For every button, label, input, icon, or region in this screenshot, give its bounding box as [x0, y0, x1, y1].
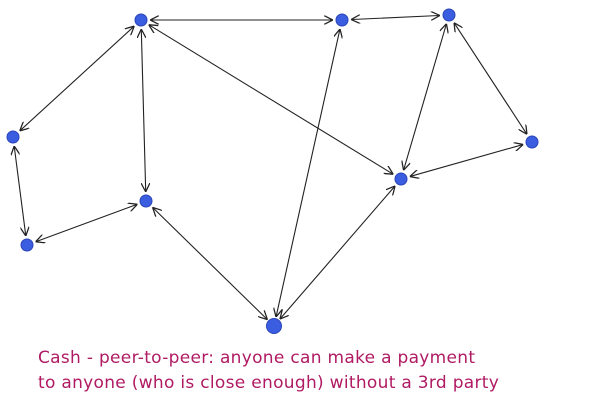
edge-n5-n6: [36, 205, 136, 242]
node-bottom-center: [266, 318, 282, 334]
edge-n1-n6: [141, 30, 145, 191]
edge-n6-n7: [153, 208, 267, 319]
node-center-right: [394, 172, 408, 186]
edge-n3-n9: [455, 23, 527, 133]
node-far-left: [6, 130, 20, 144]
edges-layer: [14, 16, 526, 320]
caption-line-2: to anyone (who is close enough) without …: [38, 373, 500, 393]
edge-n2-n3: [352, 16, 439, 20]
edge-n1-n4: [20, 27, 133, 131]
node-far-right: [525, 135, 539, 149]
node-top-right: [442, 8, 456, 22]
edge-n1-n8: [150, 25, 393, 174]
caption-line-1: Cash - peer-to-peer: anyone can make a p…: [38, 348, 476, 368]
edge-n7-n2: [276, 30, 340, 316]
node-top-left-hub: [134, 13, 148, 27]
edge-n8-n9: [411, 145, 523, 177]
caption: Cash - peer-to-peer: anyone can make a p…: [38, 346, 588, 396]
edge-n4-n5: [14, 147, 25, 235]
node-top-center: [335, 13, 349, 27]
edge-n8-n3: [404, 25, 446, 170]
edge-n7-n8: [281, 187, 395, 319]
node-center-left: [139, 194, 153, 208]
nodes-layer: [6, 8, 539, 334]
node-bottom-left: [20, 238, 34, 252]
